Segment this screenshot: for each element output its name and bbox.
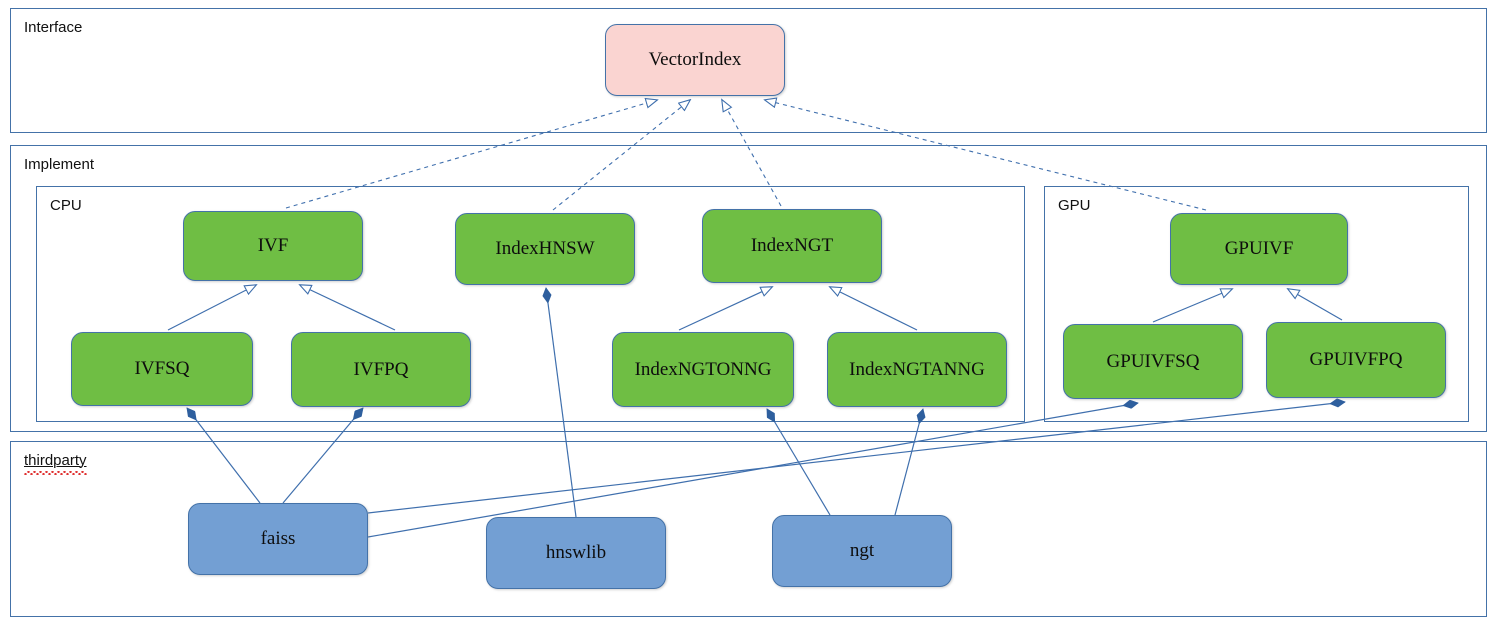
node-ivfsq[interactable]: IVFSQ [71,332,253,406]
node-indexngt[interactable]: IndexNGT [702,209,882,283]
node-vectorindex[interactable]: VectorIndex [605,24,785,96]
node-ivfpq[interactable]: IVFPQ [291,332,471,407]
group-label-gpu: GPU [1058,197,1091,214]
node-faiss[interactable]: faiss [188,503,368,575]
group-label-interface: Interface [24,19,83,36]
group-label-cpu: CPU [50,197,82,214]
node-ngt[interactable]: ngt [772,515,952,587]
node-indexngtanng[interactable]: IndexNGTANNG [827,332,1007,407]
group-label-implement: Implement [24,156,95,173]
node-gpuivf[interactable]: GPUIVF [1170,213,1348,285]
node-gpuivfpq[interactable]: GPUIVFPQ [1266,322,1446,398]
node-ivf[interactable]: IVF [183,211,363,281]
group-label-thirdparty: thirdparty [24,452,87,469]
spellcheck-squiggle-icon [24,471,87,475]
node-hnswlib[interactable]: hnswlib [486,517,666,589]
node-indexhnsw[interactable]: IndexHNSW [455,213,635,285]
node-indexngtonng[interactable]: IndexNGTONNG [612,332,794,407]
node-gpuivfsq[interactable]: GPUIVFSQ [1063,324,1243,399]
